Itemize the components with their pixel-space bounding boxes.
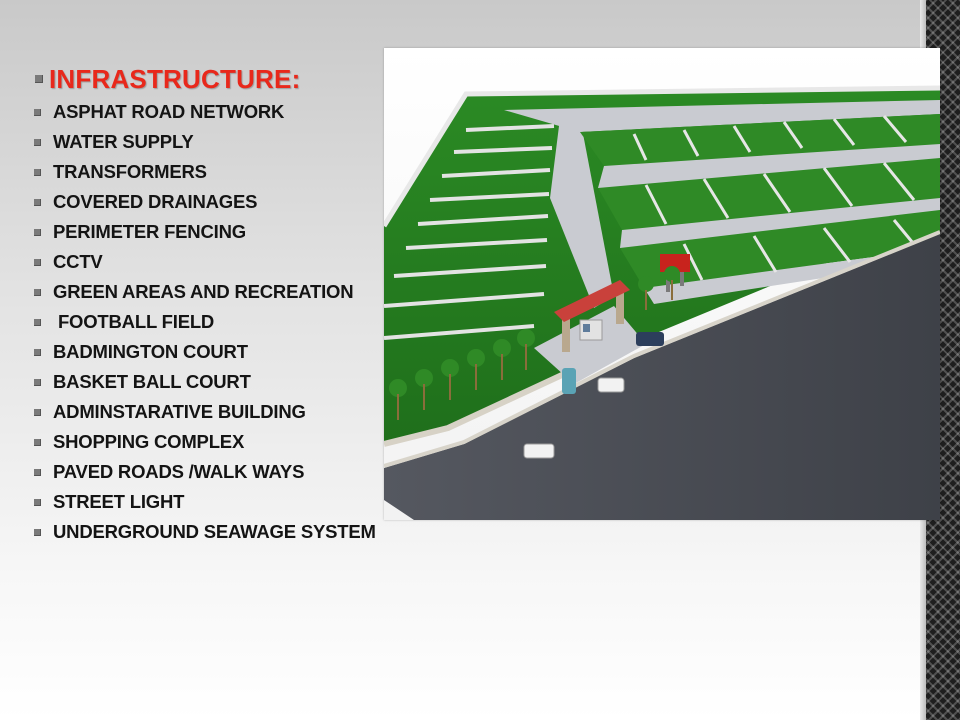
square-bullet-icon: [34, 108, 41, 116]
list-item-label: BASKET BALL COURT: [53, 371, 251, 392]
list-item: ADMINSTARATIVE BUILDING: [34, 397, 394, 427]
entrance-gate: [554, 280, 630, 352]
list-item: COVERED DRAINAGES: [34, 187, 394, 217]
list-item-label: PERIMETER FENCING: [53, 221, 246, 242]
square-bullet-icon: [34, 528, 41, 536]
square-bullet-icon: [34, 408, 41, 416]
list-item: SHOPPING COMPLEX: [34, 427, 394, 457]
list-item-label: ADMINSTARATIVE BUILDING: [53, 401, 306, 422]
list-item-label: CCTV: [53, 251, 103, 272]
list-item: PERIMETER FENCING: [34, 217, 394, 247]
square-bullet-icon: [34, 198, 41, 206]
slide-edge-pattern: [926, 0, 960, 720]
list-item: UNDERGROUND SEAWAGE SYSTEM: [34, 517, 394, 547]
list-item: BADMINGTON COURT: [34, 337, 394, 367]
square-bullet-icon: [34, 348, 41, 356]
infrastructure-list: INFRASTRUCTURE: ASPHAT ROAD NETWORK WATER…: [34, 62, 394, 547]
list-item: BASKET BALL COURT: [34, 367, 394, 397]
slide-heading: INFRASTRUCTURE:: [49, 63, 301, 94]
square-bullet-icon: [34, 138, 41, 146]
cars: [523, 332, 664, 459]
square-bullet-icon: [34, 288, 41, 296]
list-item: WATER SUPPLY: [34, 127, 394, 157]
list-item-label: TRANSFORMERS: [53, 161, 207, 182]
boundary-wall: [384, 85, 940, 228]
left-parcel-rows: [384, 124, 555, 340]
square-bullet-icon: [34, 258, 41, 266]
list-item-label: FOOTBALL FIELD: [53, 311, 215, 332]
square-bullet-icon: [34, 468, 41, 476]
right-parcel-dividers: [632, 115, 924, 281]
square-bullet-icon: [34, 498, 41, 506]
spine-road: [550, 118, 614, 308]
list-item: TRANSFORMERS: [34, 157, 394, 187]
list-item-label: ASPHAT ROAD NETWORK: [53, 101, 285, 122]
list-item-label: BADMINGTON COURT: [53, 341, 248, 362]
list-item-label: GREEN AREAS AND RECREATION: [53, 281, 354, 302]
entrance-plaza: [534, 306, 646, 384]
palm-trees: [389, 266, 680, 420]
list-item-label: SHOPPING COMPLEX: [53, 431, 245, 452]
main-asphalt-road: [384, 234, 940, 520]
list-item-label: COVERED DRAINAGES: [53, 191, 258, 212]
aerial-estate-illustration: [384, 48, 940, 520]
square-bullet-icon: [34, 318, 41, 326]
upper-road: [504, 100, 940, 132]
list-item: FOOTBALL FIELD: [34, 307, 394, 337]
estate-layout-rendering: [384, 48, 940, 520]
list-item: GREEN AREAS AND RECREATION: [34, 277, 394, 307]
list-item: ASPHAT ROAD NETWORK: [34, 97, 394, 127]
list-item: PAVED ROADS /WALK WAYS: [34, 457, 394, 487]
square-bullet-icon: [34, 378, 41, 386]
square-bullet-icon: [35, 75, 43, 83]
square-bullet-icon: [34, 438, 41, 446]
right-parcels: [580, 114, 940, 304]
list-item-label: UNDERGROUND SEAWAGE SYSTEM: [53, 521, 376, 542]
list-item: CCTV: [34, 247, 394, 277]
list-item-label: PAVED ROADS /WALK WAYS: [53, 461, 305, 482]
heading-row: INFRASTRUCTURE:: [34, 62, 394, 96]
list-item-label: WATER SUPPLY: [53, 131, 194, 152]
list-item-label: STREET LIGHT: [53, 491, 185, 512]
square-bullet-icon: [34, 228, 41, 236]
square-bullet-icon: [34, 168, 41, 176]
list-item: STREET LIGHT: [34, 487, 394, 517]
